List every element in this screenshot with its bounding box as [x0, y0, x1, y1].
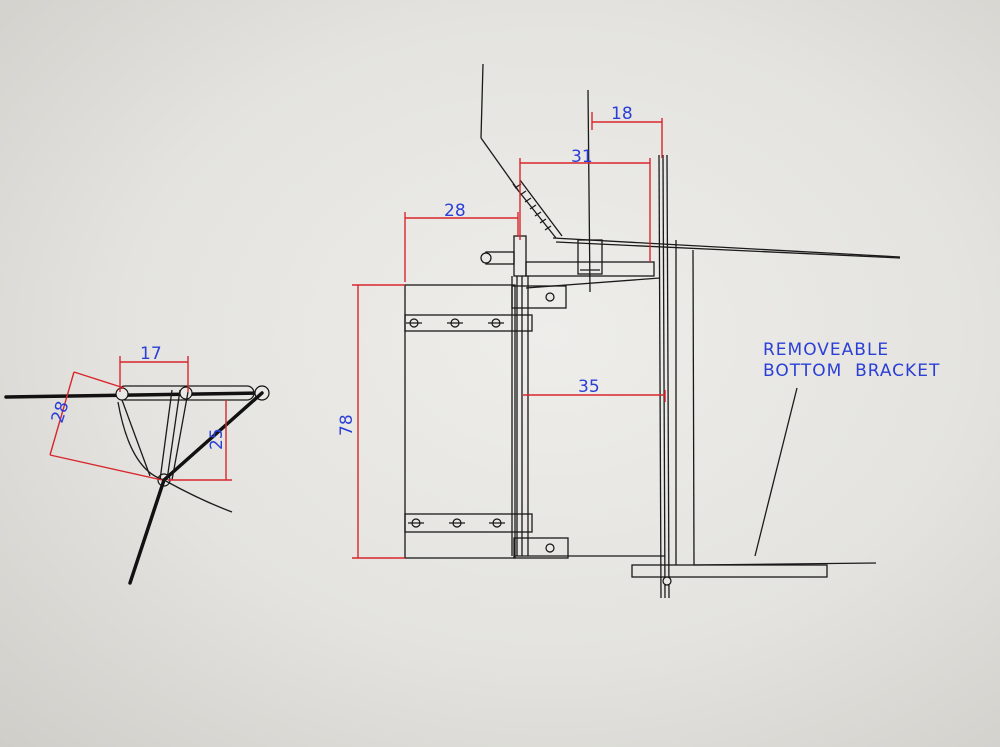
dim-35-label: 35: [578, 377, 600, 397]
upper-rod: [480, 63, 484, 139]
pivot-left: [115, 387, 129, 401]
diagonal-link: [162, 391, 264, 482]
link-b: [166, 389, 181, 481]
dim-25-label: 25: [207, 428, 227, 450]
vertical-post-c: [692, 249, 695, 566]
top-arm: [525, 261, 655, 277]
swing-arc: [117, 401, 233, 513]
link-c: [171, 391, 189, 481]
side-view-bar: [4, 391, 264, 399]
annotation-line-2: BOTTOM BRACKET: [763, 361, 940, 381]
link-a: [159, 389, 173, 481]
dim-31-label: 31: [571, 147, 593, 167]
bottom-bolt: [662, 576, 672, 586]
vertical-post-left: [587, 89, 591, 293]
pivot-mid: [179, 386, 193, 400]
top-rail: [552, 237, 901, 258]
top-bolt-strip: [404, 314, 533, 332]
dim-28-top-label: 28: [444, 201, 466, 221]
lower-arm: [128, 478, 166, 585]
front-view: 18 31 28 35 78 REMOVEABLE BOTTOM BRACKET: [337, 63, 940, 599]
arc-guide: [121, 399, 151, 477]
annotation-leader: [754, 387, 798, 557]
dim-28-left-line: [49, 371, 75, 456]
clamp-block: [513, 235, 527, 277]
dim-28-left-label: 28: [48, 399, 74, 426]
dim-17-label: 17: [140, 344, 162, 364]
dim-78-label: 78: [337, 414, 357, 436]
vertical-post-a: [658, 154, 662, 599]
bottom-bolt-strip: [404, 513, 533, 533]
side-view: 17 28 25: [4, 344, 270, 585]
bottom-tab: [513, 537, 569, 559]
main-plate: [404, 284, 516, 559]
dim-18-label: 18: [611, 104, 633, 124]
annotation-line-1: REMOVEABLE: [763, 340, 889, 360]
clamp-bolt: [480, 252, 492, 264]
top-tab: [511, 285, 567, 309]
